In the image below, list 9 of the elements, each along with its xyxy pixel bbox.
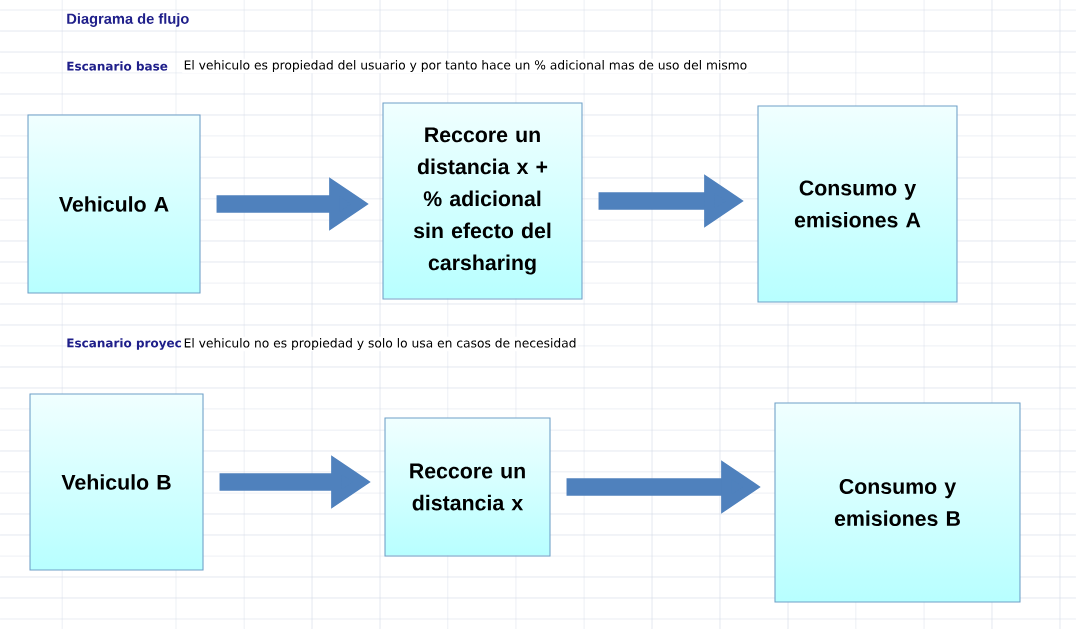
- scenario-label: Escanario base: [67, 61, 168, 71]
- title: Diagrama de flujo: [67, 13, 189, 27]
- process-box: Consumo y emisiones B: [774, 402, 1021, 603]
- process-box: Consumo y emisiones A: [757, 105, 958, 303]
- process-box: Vehiculo B: [29, 393, 204, 571]
- process-box: Reccore un distancia x: [384, 417, 551, 557]
- process-box: Reccore un distancia x + % adicional sin efecto del carsharing: [382, 102, 583, 300]
- scenario-label: Escanario proyec: [67, 338, 181, 350]
- process-box: Vehiculo A: [27, 114, 201, 294]
